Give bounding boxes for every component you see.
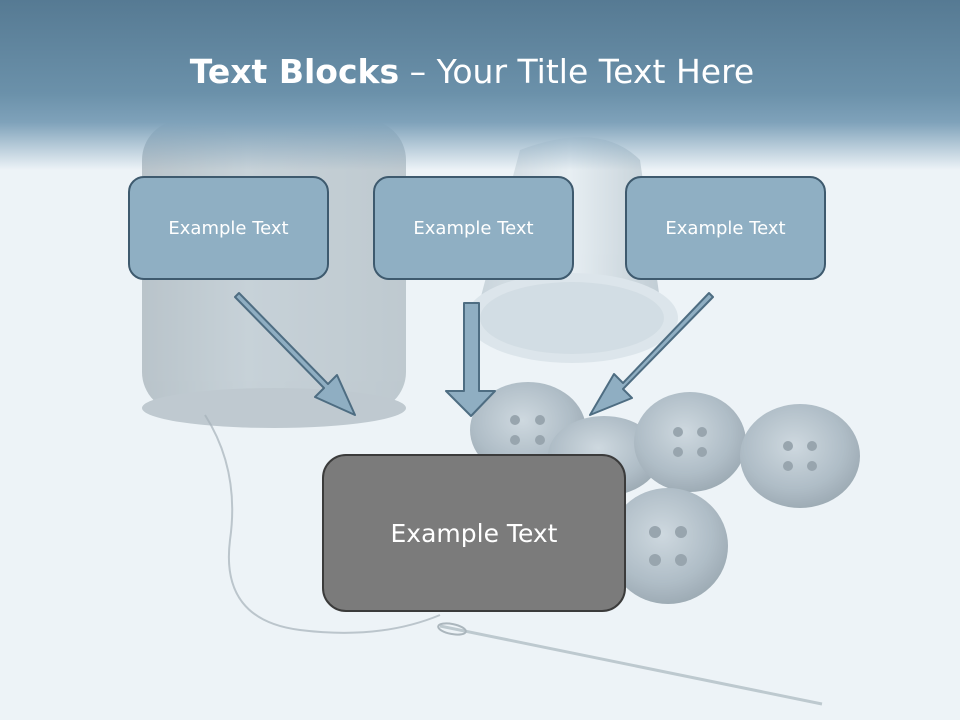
text-block-3-label: Example Text bbox=[665, 217, 786, 239]
target-text-block-label: Example Text bbox=[390, 518, 558, 548]
text-block-2-label: Example Text bbox=[413, 217, 534, 239]
arrow-left-icon bbox=[234, 292, 356, 416]
arrow-right-icon bbox=[589, 292, 714, 416]
text-block-3[interactable]: Example Text bbox=[625, 176, 826, 280]
arrow-center-icon bbox=[445, 302, 496, 417]
target-text-block[interactable]: Example Text bbox=[322, 454, 626, 612]
needle-icon bbox=[437, 622, 823, 706]
text-block-2[interactable]: Example Text bbox=[373, 176, 574, 280]
thread-icon bbox=[204, 414, 441, 634]
page-title: Text Blocks – Your Title Text Here bbox=[0, 52, 944, 91]
header-band bbox=[0, 0, 960, 170]
text-block-1[interactable]: Example Text bbox=[128, 176, 329, 280]
text-block-1-label: Example Text bbox=[168, 217, 289, 239]
title-rest: – Your Title Text Here bbox=[399, 52, 755, 91]
title-bold: Text Blocks bbox=[189, 52, 400, 91]
